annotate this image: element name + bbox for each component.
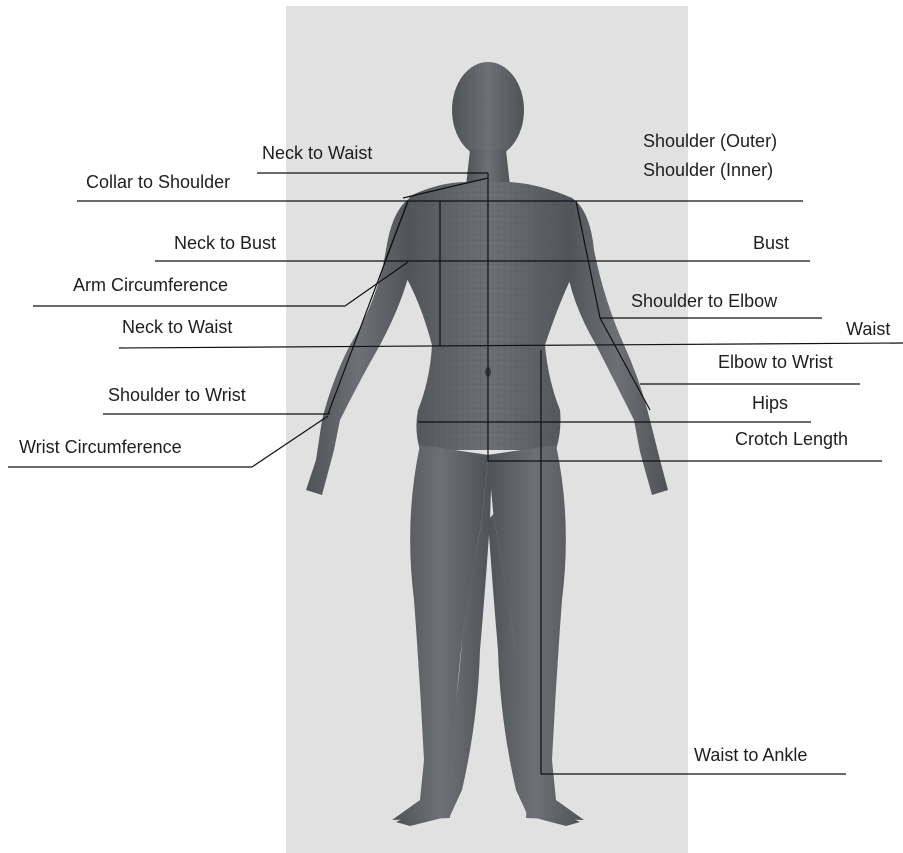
label-neck-to-bust: Neck to Bust (174, 233, 276, 253)
label-shoulder-inner: Shoulder (Inner) (643, 160, 773, 180)
label-arm-circumference: Arm Circumference (73, 275, 228, 295)
label-bust: Bust (753, 233, 789, 253)
label-elbow-to-wrist: Elbow to Wrist (718, 352, 833, 372)
label-wrist-circumference: Wrist Circumference (19, 437, 182, 457)
label-waist: Waist (846, 319, 890, 339)
label-shoulder-to-wrist: Shoulder to Wrist (108, 385, 246, 405)
label-crotch-length: Crotch Length (735, 429, 848, 449)
label-waist-to-ankle: Waist to Ankle (694, 745, 807, 765)
label-shoulder-to-elbow: Shoulder to Elbow (631, 291, 777, 311)
label-collar-to-shoulder: Collar to Shoulder (86, 172, 230, 192)
label-neck-to-waist-left: Neck to Waist (122, 317, 232, 337)
label-hips: Hips (752, 393, 788, 413)
label-neck-to-waist-top: Neck to Waist (262, 143, 372, 163)
label-shoulder-outer: Shoulder (Outer) (643, 131, 777, 151)
